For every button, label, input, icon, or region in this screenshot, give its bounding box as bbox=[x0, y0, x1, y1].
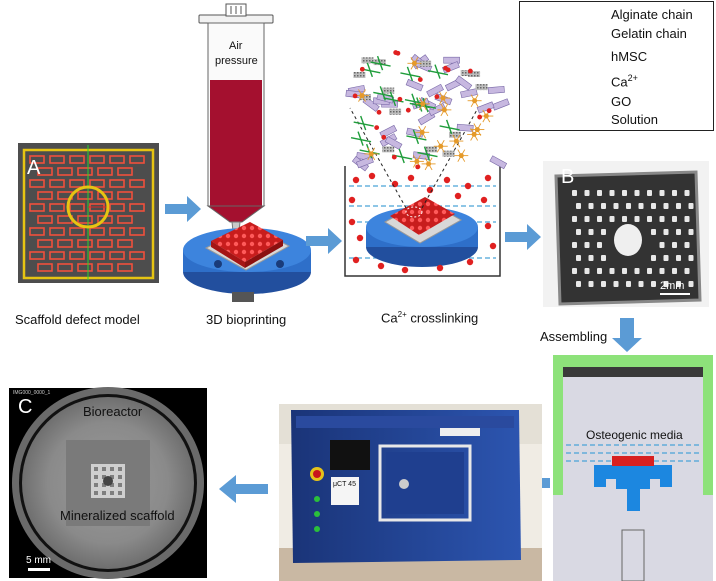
caption-model: Scaffold defect model bbox=[15, 312, 140, 327]
scaffold-photo bbox=[543, 161, 709, 307]
legend-gelatin: Gelatin chain bbox=[611, 26, 687, 41]
legend-box: Alginate chain Gelatin chain hMSC Ca2+ G… bbox=[519, 1, 714, 131]
arrow-3 bbox=[505, 224, 541, 250]
syringe-label-pressure: pressure bbox=[215, 55, 258, 67]
panel-letter-c: C bbox=[18, 396, 33, 418]
bioprinting-stage bbox=[183, 222, 311, 302]
ct-bioreactor-label: Bioreactor bbox=[83, 404, 143, 419]
caption-bioprinting: 3D bioprinting bbox=[206, 312, 287, 327]
ct-mineralized-label: Mineralized scaffold bbox=[60, 508, 175, 523]
scaffold-defect-model bbox=[18, 143, 159, 283]
osteogenic-media-label: Osteogenic media bbox=[586, 428, 683, 442]
syringe bbox=[198, 3, 274, 257]
legend-solution: Solution bbox=[611, 112, 658, 127]
panel-letter-b: B bbox=[561, 166, 575, 188]
arrow-down bbox=[612, 318, 642, 352]
hydrogel-network bbox=[345, 50, 510, 172]
scale-bar-2mm: 2mm bbox=[660, 280, 685, 292]
arrow-5 bbox=[219, 475, 268, 503]
ct-corner-id: IMG000_0000_1 bbox=[13, 390, 51, 396]
legend-alginate: Alginate chain bbox=[611, 7, 693, 22]
scale-bar-5mm: 5 mm bbox=[26, 555, 51, 566]
bioreactor-section bbox=[553, 355, 713, 581]
panel-letter-a: A bbox=[27, 157, 41, 179]
ct-slice bbox=[9, 387, 207, 579]
arrow-1 bbox=[165, 196, 201, 222]
legend-go: GO bbox=[611, 94, 632, 109]
arrow-2 bbox=[306, 228, 342, 254]
microct-badge: μCT 45 bbox=[333, 481, 356, 488]
assembling-label: Assembling bbox=[540, 329, 608, 344]
crosslinking-bath bbox=[344, 107, 501, 277]
legend-calcium: Ca2+ bbox=[611, 73, 638, 90]
microct-photo bbox=[279, 404, 542, 581]
legend-hmsc: hMSC bbox=[611, 49, 648, 64]
syringe-label-air: Air bbox=[229, 40, 243, 52]
defect-circle bbox=[66, 185, 110, 229]
caption-crosslinking: Ca2+ crosslinking bbox=[381, 310, 479, 326]
